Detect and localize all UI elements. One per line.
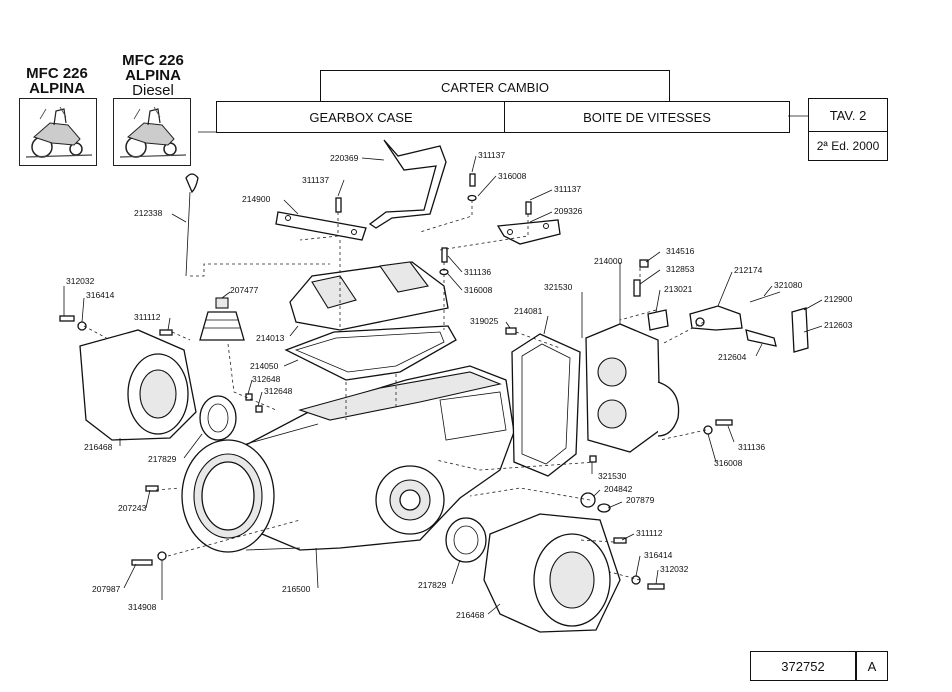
tractor-thumbnail-left [19,98,97,166]
part-label: 216500 [282,584,311,594]
model-left-line2: ALPINA [29,80,85,97]
part-label: 312032 [660,564,689,574]
part-label: 207243 [118,503,147,513]
part-label: 316008 [714,458,743,468]
table-ref-text: TAV. 2 [829,107,867,123]
title-en-text: GEARBOX CASE [309,109,413,125]
part-label: 312853 [666,264,695,274]
part-label: 311112 [636,528,663,538]
part-label: 207879 [626,495,655,505]
edition-box: 2ª Ed. 2000 [808,131,888,161]
tractor-icon [119,106,187,158]
part-label: 212900 [824,294,853,304]
part-label: 311137 [478,150,505,160]
part-label: 321530 [544,282,573,292]
plate-part-209326 [496,219,561,245]
tractor-icon [25,106,93,158]
table-reference: TAV. 2 [808,98,888,132]
side-gasket-part [511,333,581,477]
part-label: 311112 [134,312,161,322]
tractor-thumbnail-right [113,98,191,166]
part-label: 216468 [456,610,485,620]
part-label: 212174 [734,265,763,275]
oil-seal-right-part [445,517,487,563]
model-right-line2: ALPINA [125,67,181,84]
part-label: 312032 [66,276,95,286]
part-label: 214000 [594,256,623,266]
part-label: 212338 [134,208,163,218]
part-label: 217829 [418,580,447,590]
selector-linkage-part [689,291,809,353]
bell-housing-flange [181,423,319,553]
part-label: 311136 [738,442,765,452]
part-label: 314908 [128,602,157,612]
top-cover-part [289,261,449,331]
revision-text: A [867,658,877,674]
model-label-left: MFC 226 ALPINA [14,66,100,96]
part-label: 316414 [644,550,673,560]
rear-housing-left-part [79,329,197,441]
part-label: 311136 [464,267,491,277]
part-label: 312648 [252,374,281,384]
part-label: 216468 [84,442,113,452]
title-fr-text: BOITE DE VITESSES [583,109,711,125]
doc-number-box: 372752 [750,651,856,681]
part-label: 214050 [250,361,279,371]
part-label: 314516 [666,246,695,256]
model-left-line1: MFC 226 [26,65,88,82]
title-italian: CARTER CAMBIO [320,70,670,104]
part-label: 214900 [242,194,271,204]
part-label: 321080 [774,280,803,290]
part-label: 316008 [498,171,527,181]
gasket-part [284,325,457,381]
part-label: 207987 [92,584,121,594]
part-label: 321530 [598,471,627,481]
part-label: 311137 [554,184,581,194]
main-gearbox-case-part [243,365,515,551]
title-it-text: CARTER CAMBIO [440,79,550,95]
part-label: 213021 [664,284,693,294]
model-label-right: MFC 226 ALPINA Diesel [108,53,198,98]
revision-box: A [856,651,888,681]
title-french: BOITE DE VITESSES [504,101,790,133]
title-english: GEARBOX CASE [216,101,506,133]
part-label: 312648 [264,386,293,396]
oil-seal-left-part [199,395,237,441]
part-label: 212603 [824,320,853,330]
part-label: 319025 [470,316,499,326]
model-right-line1: MFC 226 [122,52,184,69]
part-label: 220369 [330,153,359,163]
part-label: 214081 [514,306,543,316]
bracket-part [368,139,447,229]
breather-part [199,297,245,341]
plate-part-214900 [275,211,367,241]
edition-text: 2ª Ed. 2000 [816,139,880,153]
part-label: 212604 [718,352,747,362]
part-label: 209326 [554,206,583,216]
dipstick-part [185,173,199,277]
part-label: 316008 [464,285,493,295]
model-right-line3: Diesel [132,82,174,99]
part-label: 204842 [604,484,633,494]
bushing-part [647,309,669,331]
part-label: 207477 [230,285,259,295]
part-label: 214013 [256,333,285,343]
rear-cover-part [585,323,680,453]
part-label: 311137 [302,175,329,185]
rear-housing-right-part [483,513,621,633]
drain-plug-part [580,492,611,513]
part-label: 217829 [148,454,177,464]
doc-number-text: 372752 [781,658,825,674]
part-label: 316414 [86,290,115,300]
